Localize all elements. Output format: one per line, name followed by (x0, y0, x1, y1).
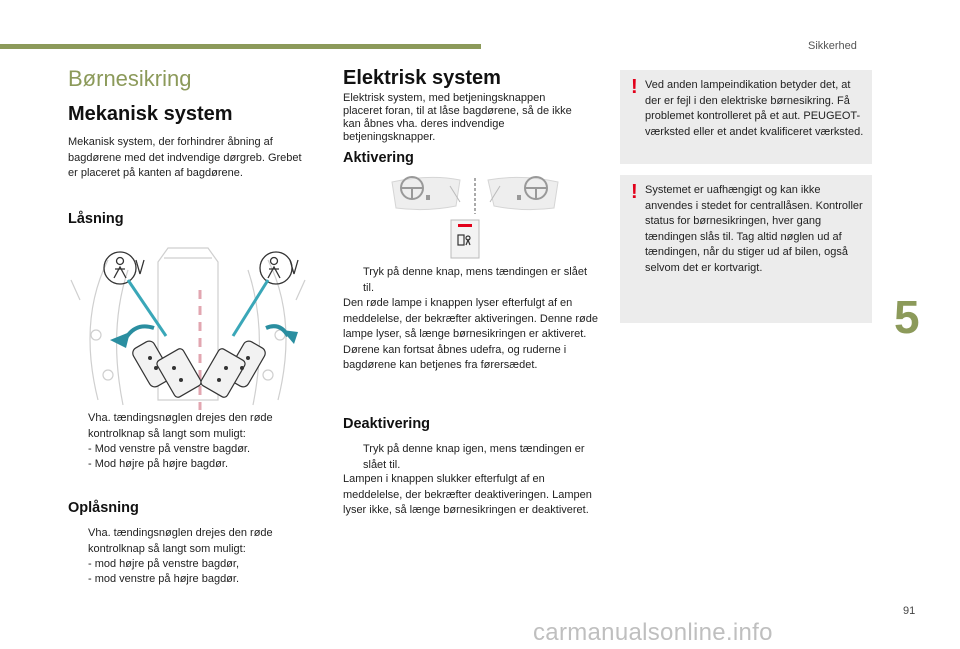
locking-heading: Låsning (68, 211, 124, 227)
watermark: carmanualsonline.info (533, 619, 773, 646)
dashboard-button-illustration (390, 172, 560, 262)
warning-icon: ! (631, 181, 638, 203)
chapter-number: 5 (894, 291, 920, 343)
warning-panel-1: ! Ved anden lampeindikation betyder det,… (620, 70, 872, 164)
activation-text: Den røde lampe i knappen lyser efterfulg… (343, 297, 598, 371)
deactivation-text: Lampen i knappen slukker efterfulgt af e… (343, 473, 592, 516)
header-accent-bar (0, 44, 481, 49)
deactivation-heading: Deaktivering (343, 416, 431, 432)
warning-text-1: Ved anden lampeindikation betyder det, a… (645, 79, 864, 138)
deactivation-bullet: Tryk på denne knap igen, mens tændingen … (343, 442, 598, 473)
unlocking-heading: Oplåsning (68, 500, 139, 516)
electric-intro: Elektrisk system, med betjeningsknappen … (343, 92, 572, 143)
locking-bullet-text: Vha. tændingsnøglen drejes den røde kont… (88, 412, 273, 440)
page-title: Børnesikring (68, 66, 192, 91)
activation-bullet: Tryk på denne knap, mens tændingen er sl… (343, 265, 588, 296)
warning-icon: ! (631, 76, 638, 98)
unlocking-sub-2: - mod venstre på højre bagdør. (88, 573, 240, 585)
activation-heading: Aktivering (343, 150, 414, 166)
unlocking-bullet: Vha. tændingsnøglen drejes den røde kont… (68, 526, 308, 557)
unlocking-bullet-text: Vha. tændingsnøglen drejes den røde kont… (88, 527, 273, 555)
locking-bullet: Vha. tændingsnøglen drejes den røde kont… (68, 411, 308, 442)
warning-panel-2: ! Systemet er uafhængigt og kan ikke anv… (620, 175, 872, 323)
deactivation-bullet-text: Tryk på denne knap igen, mens tændingen … (363, 443, 585, 471)
locking-sub-2: - Mod højre på højre bagdør. (88, 458, 229, 470)
locking-sub-1: - Mod venstre på venstre bagdør. (88, 443, 251, 455)
child-lock-door-illustration (68, 240, 308, 410)
section-label: Sikkerhed (808, 40, 857, 52)
mechanical-text: Mekanisk system, der forhindrer åbning a… (68, 136, 302, 179)
mechanical-heading: Mekanisk system (68, 103, 233, 125)
warning-text-2: Systemet er uafhængigt og kan ikke anven… (645, 184, 863, 274)
activation-bullet-text: Tryk på denne knap, mens tændingen er sl… (363, 266, 588, 294)
unlocking-sub-1: - mod højre på venstre bagdør, (88, 558, 240, 570)
page-number: 91 (903, 605, 916, 617)
electric-heading: Elektrisk system (343, 67, 501, 89)
